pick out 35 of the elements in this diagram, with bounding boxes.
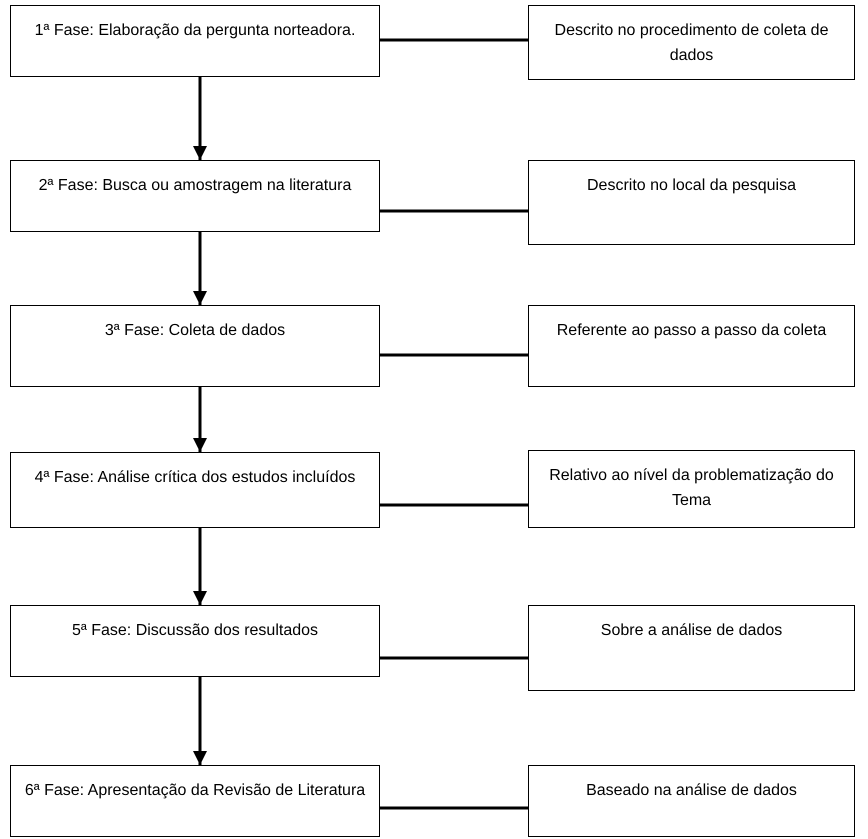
box-text: 5ª Fase: Discussão dos resultados <box>70 621 320 641</box>
process-box <box>10 452 380 528</box>
process-box <box>10 605 380 677</box>
box-text: Descrito no procedimento de coleta de dados <box>554 21 830 66</box>
box-text: 6ª Fase: Apresentação da Revisão de Literatura <box>24 781 366 801</box>
arrow <box>193 677 207 765</box>
process-box <box>10 5 380 77</box>
arrow <box>193 232 207 305</box>
process-box <box>528 765 855 837</box>
box-text: Relativo ao nível da problematização do Tema <box>548 466 835 511</box>
box-text: 1ª Fase: Elaboração da pergunta norteadora. <box>34 21 356 41</box>
connector-line <box>380 504 528 506</box>
box-text: Descrito no local da pesquisa <box>586 176 797 196</box>
connector-line <box>380 354 528 356</box>
box-text: Referente ao passo a passo da coleta <box>556 321 828 341</box>
box-text: Baseado na análise de dados <box>585 781 798 801</box>
connector-line <box>380 806 528 810</box>
process-box <box>528 605 855 691</box>
process-box <box>528 5 855 80</box>
process-box <box>10 160 380 232</box>
box-text: 2ª Fase: Busca ou amostragem na literatura <box>38 176 352 196</box>
process-box <box>10 765 380 837</box>
arrow <box>193 387 207 452</box>
arrow <box>193 77 207 160</box>
process-box <box>528 305 855 387</box>
connector-line <box>380 210 528 212</box>
process-box <box>528 450 855 528</box>
arrow <box>193 528 207 605</box>
process-box <box>10 305 380 387</box>
connector-line <box>380 38 528 42</box>
connector-line <box>380 656 528 660</box>
process-box <box>528 160 855 245</box>
box-text: 4ª Fase: Análise crítica dos estudos incluídos <box>34 468 356 488</box>
box-text: 3ª Fase: Coleta de dados <box>104 321 286 341</box>
box-text: Sobre a análise de dados <box>600 621 784 641</box>
